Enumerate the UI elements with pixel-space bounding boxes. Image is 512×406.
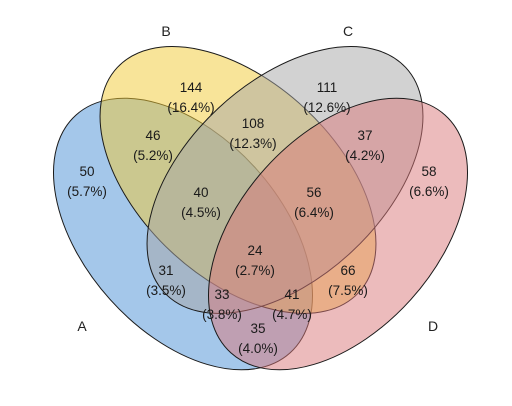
region-count: 66 [340, 263, 355, 278]
set-label-b: B [161, 23, 170, 39]
region-percent: (6.4%) [294, 205, 334, 220]
region-d: 58 (6.6%) [409, 164, 449, 199]
region-count: 50 [79, 164, 94, 179]
region-count: 46 [145, 128, 160, 143]
region-percent: (16.4%) [167, 100, 214, 115]
region-abc: 40 (4.5%) [181, 185, 221, 220]
region-percent: (4.0%) [238, 341, 278, 356]
region-percent: (5.2%) [133, 148, 173, 163]
region-count: 33 [214, 287, 229, 302]
region-count: 144 [180, 80, 203, 95]
region-percent: (12.3%) [229, 136, 276, 151]
region-count: 31 [158, 263, 173, 278]
region-ac: 31 (3.5%) [146, 263, 186, 298]
region-b: 144 (16.4%) [167, 80, 214, 115]
region-ad: 35 (4.0%) [238, 321, 278, 356]
region-percent: (2.7%) [235, 263, 275, 278]
region-count: 56 [306, 185, 321, 200]
region-abcd: 24 (2.7%) [235, 243, 275, 278]
region-percent: (12.6%) [303, 100, 350, 115]
region-percent: (7.5%) [328, 283, 368, 298]
region-count: 24 [247, 243, 263, 258]
region-acd: 33 (3.8%) [202, 287, 242, 322]
region-bc: 108 (12.3%) [229, 116, 276, 151]
region-a: 50 (5.7%) [67, 164, 107, 199]
region-count: 37 [357, 128, 372, 143]
set-label-d: D [428, 318, 438, 334]
region-percent: (3.8%) [202, 307, 242, 322]
region-bd: 66 (7.5%) [328, 263, 368, 298]
region-percent: (5.7%) [67, 184, 107, 199]
region-abd: 41 (4.7%) [272, 287, 312, 322]
region-count: 58 [421, 164, 436, 179]
region-c: 111 (12.6%) [303, 80, 350, 115]
region-cd: 37 (4.2%) [345, 128, 385, 163]
region-percent: (4.5%) [181, 205, 221, 220]
set-ellipse-d [208, 97, 468, 371]
set-label-c: C [343, 23, 353, 39]
region-percent: (4.7%) [272, 307, 312, 322]
region-percent: (3.5%) [146, 283, 186, 298]
region-count: 108 [242, 116, 265, 131]
region-count: 41 [284, 287, 299, 302]
region-ab: 46 (5.2%) [133, 128, 173, 163]
region-count: 111 [317, 80, 338, 95]
region-count: 40 [193, 185, 208, 200]
region-percent: (6.6%) [409, 184, 449, 199]
set-label-a: A [77, 318, 87, 334]
region-count: 35 [250, 321, 265, 336]
region-percent: (4.2%) [345, 148, 385, 163]
region-bcd: 56 (6.4%) [294, 185, 334, 220]
